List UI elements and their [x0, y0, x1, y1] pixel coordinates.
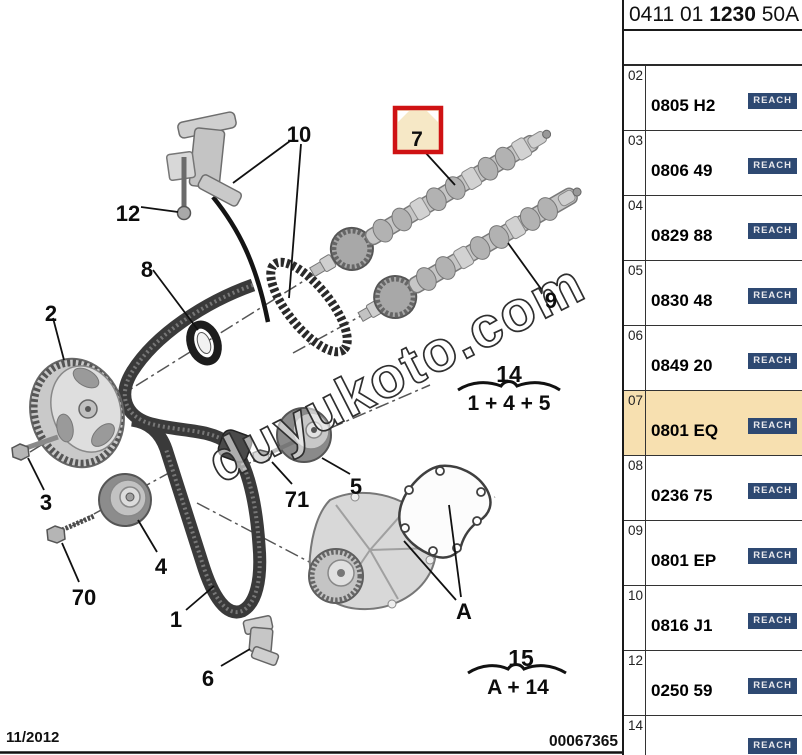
kit-14-number: 14 [496, 361, 522, 387]
parts-list-panel: 0411 01 1230 50A 02 0805 H2 REACH 03 080… [622, 0, 802, 755]
part-code: 0805 H2 [651, 96, 716, 115]
table-row[interactable]: 06 0849 20 REACH [624, 326, 802, 391]
reach-badge[interactable]: REACH [748, 738, 797, 754]
row-number: 05 [624, 261, 646, 325]
callout-A: A [456, 599, 472, 624]
reach-badge[interactable]: REACH [748, 678, 797, 694]
selected-callout-7[interactable]: 7 [392, 105, 444, 155]
part-code: 0806 49 [651, 161, 713, 180]
camshaft-7 [309, 129, 552, 278]
table-row[interactable]: 09 0801 EP REACH [624, 521, 802, 586]
empty-row [624, 31, 802, 66]
camshaft-9 [357, 187, 582, 323]
tensioner-roller [98, 473, 152, 527]
part-code: 0801 EP [651, 551, 717, 570]
water-pump [308, 491, 438, 611]
table-row[interactable]: 05 0830 48 REACH [624, 261, 802, 326]
row-number: 09 [624, 521, 646, 585]
row-number: 12 [624, 651, 646, 715]
stud-71 [252, 439, 297, 464]
table-row[interactable]: 03 0806 49 REACH [624, 131, 802, 196]
table-row[interactable]: 02 0805 H2 REACH [624, 66, 802, 131]
pump-gasket [398, 464, 492, 559]
callout-5: 5 [350, 474, 362, 499]
kit-15-group: 15 A + 14 [467, 645, 567, 699]
table-row-selected[interactable]: 07 0801 EQ REACH [624, 391, 802, 456]
callout-12: 12 [116, 201, 140, 226]
callout-9: 9 [545, 288, 557, 313]
bracket-6 [242, 615, 280, 666]
part-code: 0830 48 [651, 291, 713, 310]
revision-date: 11/2012 [6, 729, 59, 746]
callout-4: 4 [155, 554, 168, 579]
callout-70: 70 [72, 585, 96, 610]
reach-badge[interactable]: REACH [748, 288, 797, 304]
idler-roller [276, 407, 332, 463]
camshaft-pulley [29, 357, 125, 469]
callout-7-label: 7 [411, 128, 423, 151]
assembly-code-prefix: 0411 01 [629, 3, 710, 26]
callout-10: 10 [287, 122, 311, 147]
reach-badge[interactable]: REACH [748, 158, 797, 174]
document-number: 00067365 [549, 733, 618, 750]
part-code: 0236 75 [651, 486, 713, 505]
row-number: 03 [624, 131, 646, 195]
table-row[interactable]: 10 0816 J1 REACH [624, 586, 802, 651]
table-row[interactable]: 14 REACH [624, 716, 802, 755]
reach-badge[interactable]: REACH [748, 93, 797, 109]
reach-badge[interactable]: REACH [748, 613, 797, 629]
callout-1: 1 [170, 607, 182, 632]
reach-badge[interactable]: REACH [748, 418, 797, 434]
table-row[interactable]: 08 0236 75 REACH [624, 456, 802, 521]
oil-seal [186, 320, 222, 366]
callout-71: 71 [285, 487, 309, 512]
callout-6: 6 [202, 666, 214, 691]
assembly-code-main: 1230 [709, 3, 756, 26]
part-code: 0849 20 [651, 356, 713, 375]
bolt-3 [11, 434, 59, 461]
row-number: 07 [624, 391, 646, 455]
row-number: 08 [624, 456, 646, 520]
row-number: 14 [624, 716, 646, 755]
reach-badge[interactable]: REACH [748, 223, 797, 239]
chain-tensioner [165, 111, 243, 207]
table-row[interactable]: 12 0250 59 REACH [624, 651, 802, 716]
chain-guide [211, 195, 271, 323]
row-number: 10 [624, 586, 646, 650]
leader-lines [27, 140, 545, 667]
timing-belt [118, 278, 267, 619]
table-row[interactable]: 04 0829 88 REACH [624, 196, 802, 261]
kit-15-brace [467, 663, 567, 675]
row-number: 04 [624, 196, 646, 260]
callout-3: 3 [40, 490, 52, 515]
timing-belt-diagram: duyukoto.com 10 12 8 2 9 3 5 71 4 70 1 A… [0, 105, 622, 754]
part-code: 0816 J1 [651, 616, 713, 635]
bolt-12 [176, 157, 192, 221]
callout-8: 8 [141, 257, 153, 282]
assembly-code-header: 0411 01 1230 50A [624, 0, 802, 31]
kit-14-brace [457, 380, 561, 392]
bolt-70 [46, 513, 96, 544]
kit-14-group: 14 1 + 4 + 5 [457, 361, 561, 415]
part-code: 0250 59 [651, 681, 713, 700]
timing-chain [266, 257, 352, 357]
part-code: 0829 88 [651, 226, 713, 245]
reach-badge[interactable]: REACH [748, 353, 797, 369]
assembly-code-suffix: 50A [755, 3, 800, 26]
row-number: 02 [624, 66, 646, 130]
callout-2: 2 [45, 301, 57, 326]
kit-15-contents: A + 14 [487, 676, 549, 699]
reach-badge[interactable]: REACH [748, 548, 797, 564]
row-number: 06 [624, 326, 646, 390]
part-code: 0801 EQ [651, 421, 719, 440]
reach-badge[interactable]: REACH [748, 483, 797, 499]
kit-14-contents: 1 + 4 + 5 [468, 392, 551, 415]
